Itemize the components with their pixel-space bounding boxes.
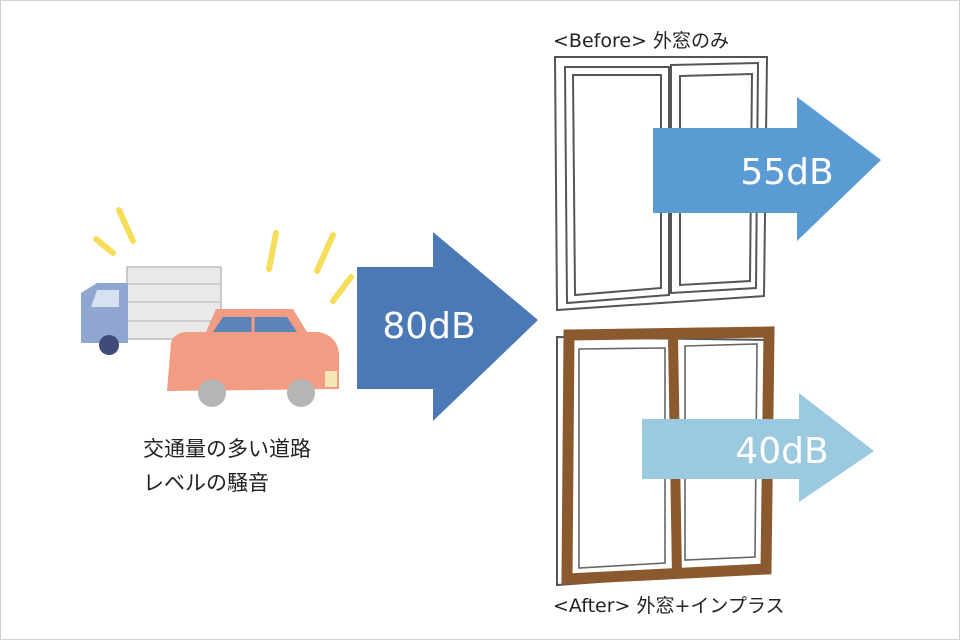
after-noise-arrow: 40dB (642, 393, 874, 502)
before-window-icon (553, 56, 769, 312)
before-noise-level: 55dB (740, 152, 833, 193)
source-noise-level: 80dB (382, 306, 475, 347)
truck-icon (81, 266, 222, 355)
before-noise-arrow: 55dB (653, 97, 881, 241)
before-caption: <Before> 外窓のみ (553, 30, 729, 52)
car-icon (167, 309, 339, 407)
noise-burst-icon (93, 207, 354, 304)
after-noise-level: 40dB (735, 431, 828, 472)
source-noise-arrow: 80dB (357, 232, 538, 421)
source-label-line2: レベルの騒音 (143, 471, 269, 495)
noise-source-label: 交通量の多い道路 レベルの騒音 (143, 437, 311, 495)
after-caption: <After> 外窓+インプラス (553, 595, 784, 617)
source-label-line1: 交通量の多い道路 (143, 437, 311, 461)
